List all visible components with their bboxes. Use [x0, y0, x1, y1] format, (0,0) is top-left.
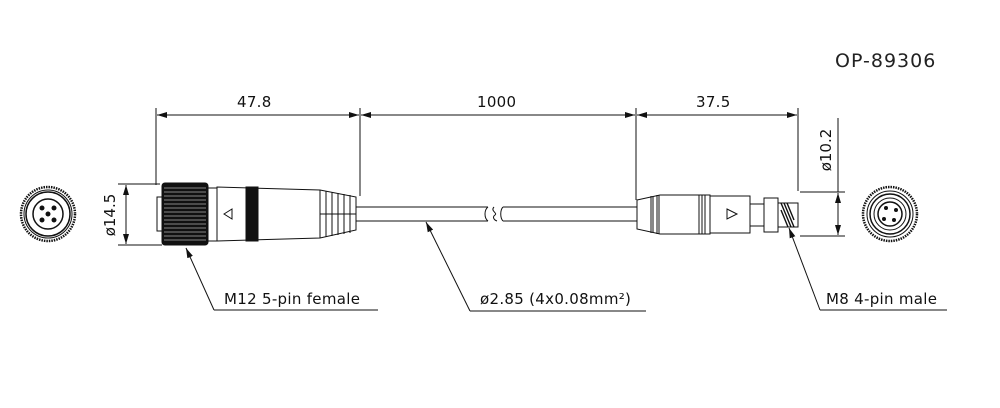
dim-left-diameter: ø14.5 — [101, 193, 119, 237]
dimension-extension-lines — [155, 108, 799, 200]
callout-cable: ø2.85 (4x0.08mm²) — [480, 290, 632, 308]
part-number: OP-89306 — [835, 50, 937, 72]
dim-cable-length: 1000 — [477, 93, 517, 111]
dim-right-length: 37.5 — [696, 93, 731, 111]
right-diameter-dimension — [800, 118, 845, 237]
m12-female-connector — [156, 182, 357, 246]
m8-end-view — [861, 185, 919, 243]
dim-left-length: 47.8 — [237, 93, 272, 111]
dim-right-diameter: ø10.2 — [817, 128, 835, 172]
left-diameter-dimension — [118, 183, 162, 246]
leader-lines — [185, 221, 947, 312]
callout-left-connector: M12 5-pin female — [224, 290, 361, 308]
m12-end-view — [19, 185, 77, 243]
callout-right-connector: M8 4-pin male — [826, 290, 938, 308]
cable — [356, 206, 638, 222]
m8-male-connector — [636, 194, 799, 235]
